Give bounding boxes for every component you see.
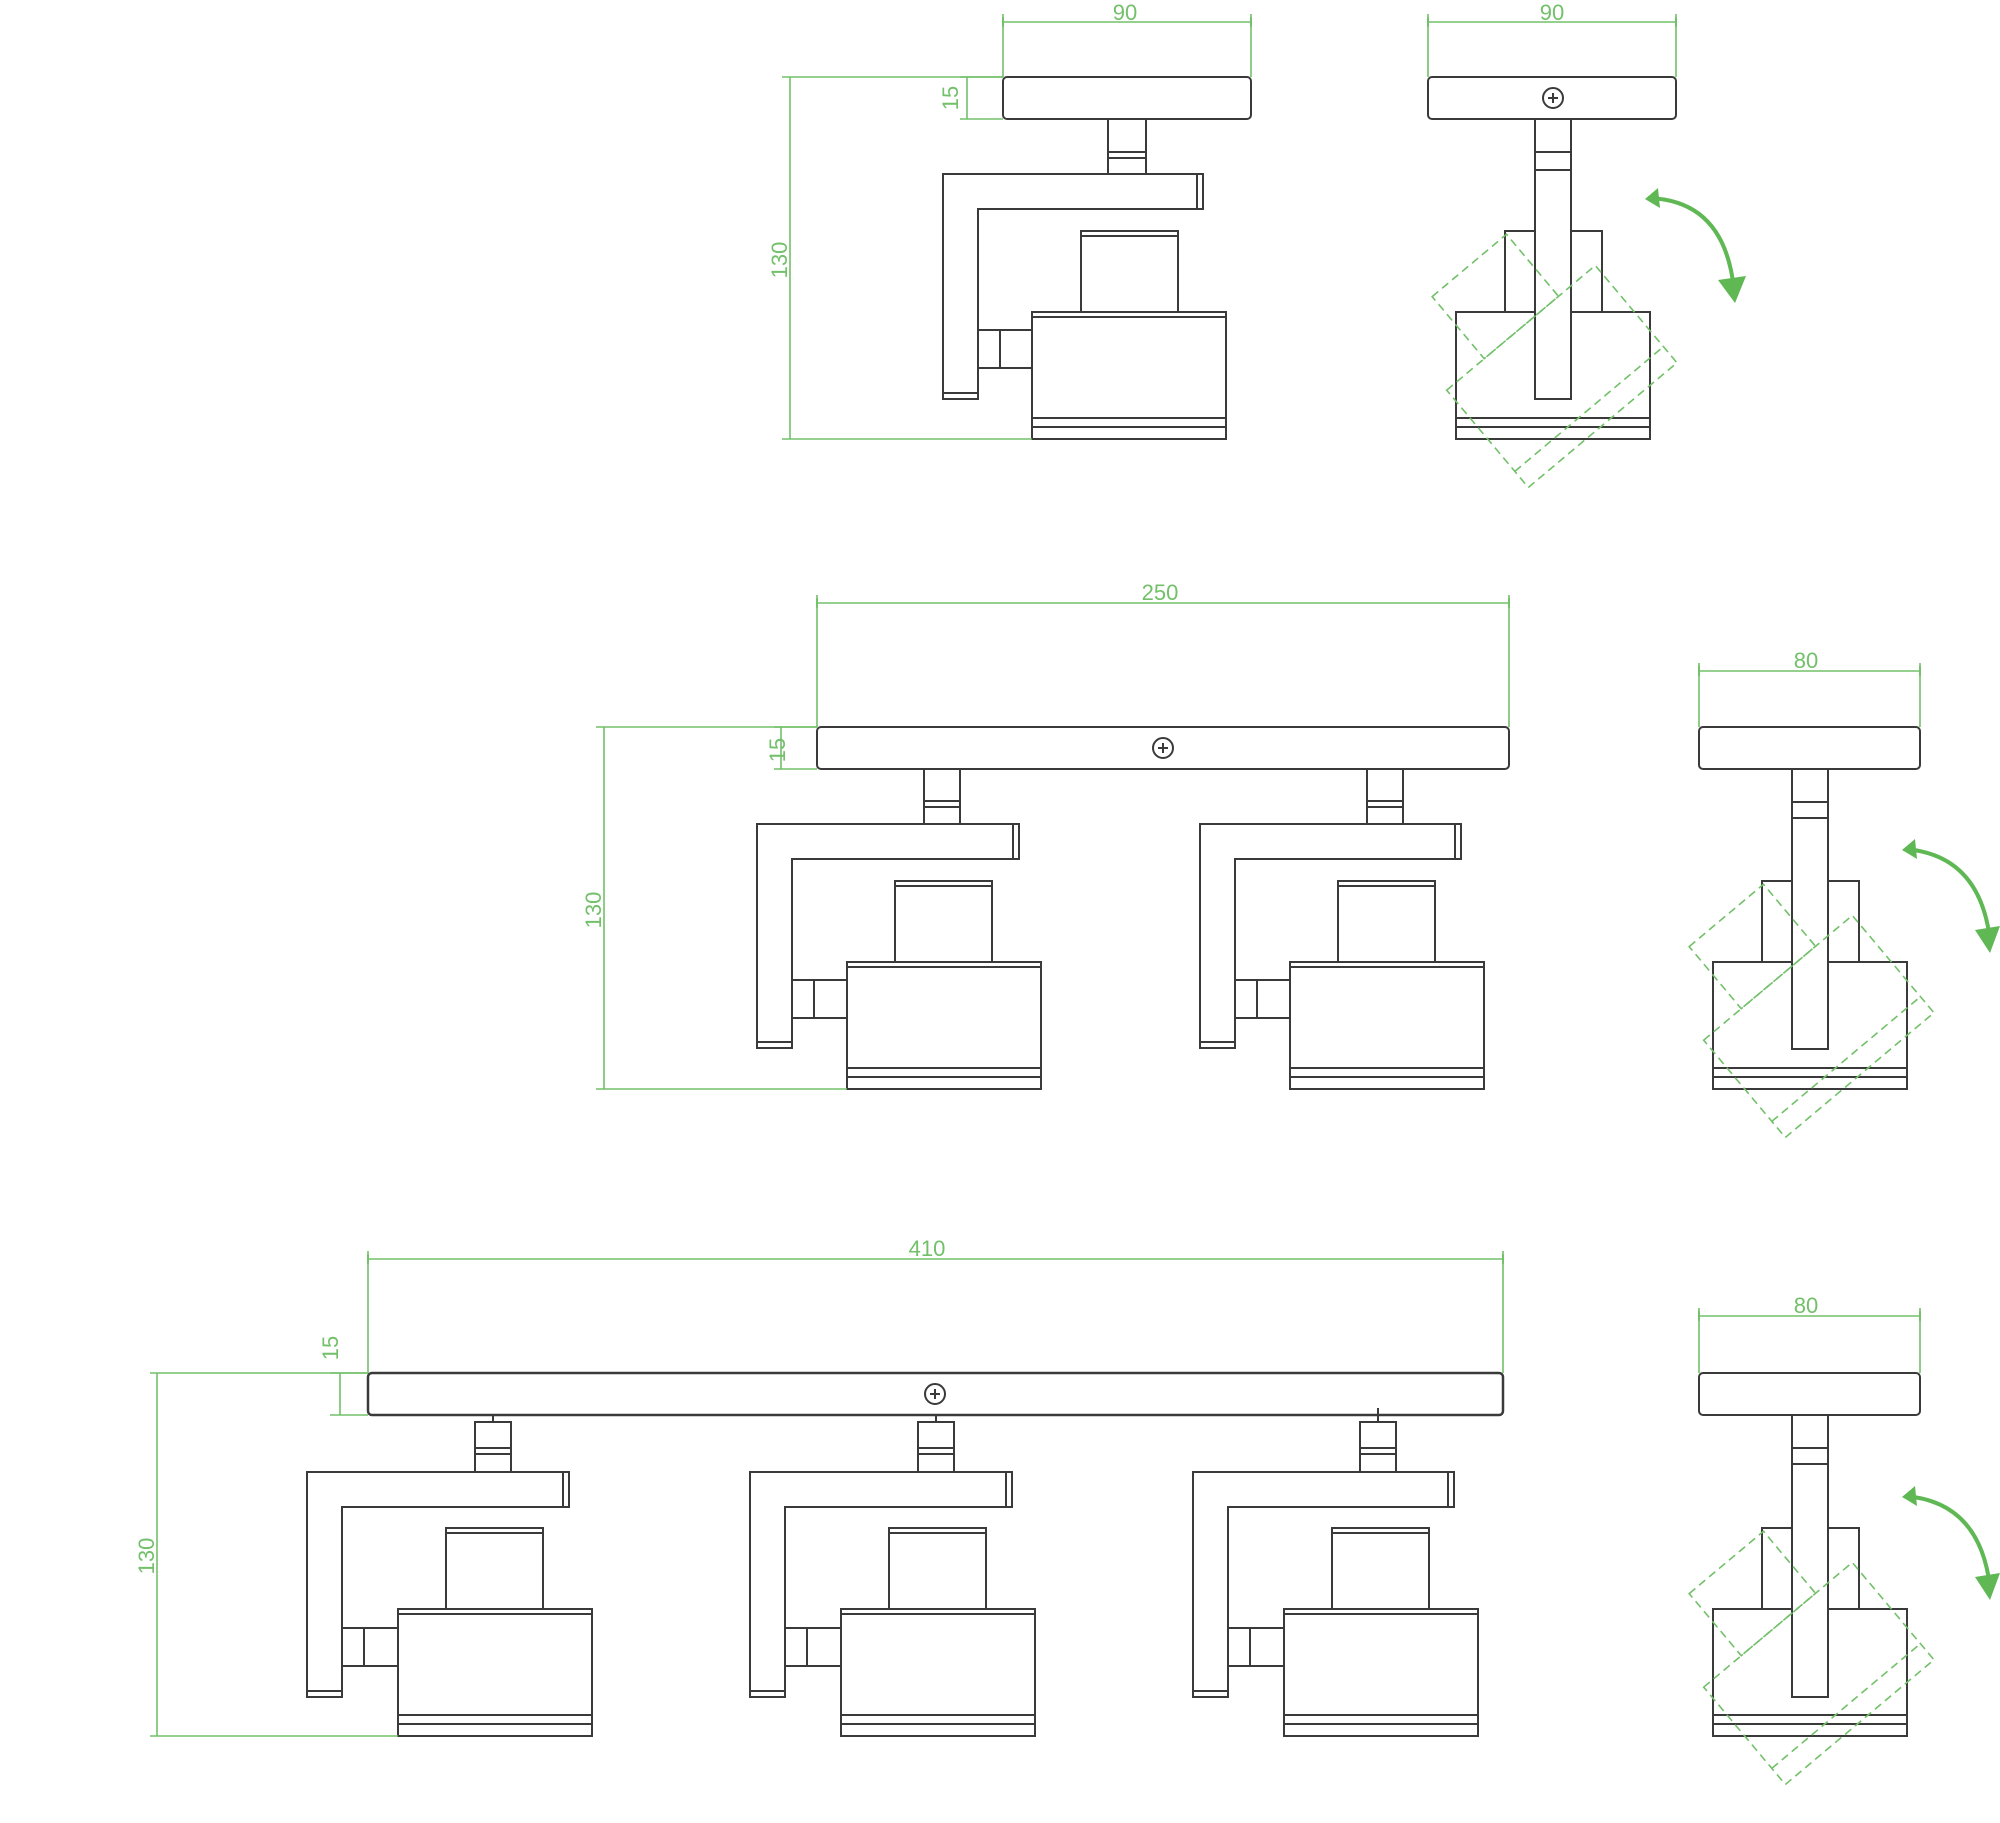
- tilted-spot-ghost: [1431, 233, 1679, 489]
- tilted-spot-ghost: [1688, 883, 1936, 1139]
- screw-icon: [1152, 737, 1174, 759]
- rotation-arrow-icon: [1645, 188, 1746, 303]
- single-front-width-label: 90: [1113, 0, 1137, 25]
- rotation-arrow-icon: [1902, 839, 2000, 953]
- single-front-plate-height-label: 15: [938, 86, 963, 110]
- triple-front-plate-height-label: 15: [318, 1336, 343, 1360]
- ceiling-plate: [1698, 726, 1921, 770]
- bracket-arm: [1534, 118, 1572, 400]
- double-front-view: 250 15 130: [581, 580, 1510, 1090]
- triple-side-view: 80: [1688, 1293, 2000, 1786]
- spot-body: [1031, 311, 1227, 440]
- spot-3: [1192, 1408, 1479, 1737]
- triple-side-width-label: 80: [1794, 1293, 1818, 1318]
- ceiling-plate: [1002, 76, 1252, 120]
- triple-front-view: 410 15 130: [134, 1236, 1505, 1737]
- single-side-view: 90: [1427, 0, 1746, 489]
- double-front-plate-height-label: 15: [765, 738, 790, 762]
- double-side-width-label: 80: [1794, 648, 1818, 673]
- spot-1: [756, 768, 1042, 1090]
- tilted-spot-ghost: [1688, 1530, 1936, 1786]
- single-front-total-height-label: 130: [767, 242, 792, 279]
- double-front-total-height-label: 130: [581, 892, 606, 929]
- rotation-arrow-icon: [1902, 1486, 2000, 1600]
- triple-front-width-label: 410: [909, 1236, 946, 1261]
- ceiling-plate: [816, 726, 1510, 770]
- stem: [1107, 118, 1147, 175]
- double-front-width-label: 250: [1142, 580, 1179, 605]
- spot-top: [1080, 230, 1179, 313]
- bracket: [942, 173, 1204, 400]
- screw-icon: [1542, 87, 1564, 109]
- screw-icon: [924, 1383, 946, 1405]
- spot-2: [1199, 768, 1485, 1090]
- spot-2: [749, 1415, 1036, 1737]
- triple-front-total-height-label: 130: [134, 1538, 159, 1575]
- ceiling-plate: [1698, 1372, 1921, 1416]
- single-side-width-label: 90: [1540, 0, 1564, 25]
- double-side-view: 80: [1688, 648, 2000, 1139]
- spot-1: [306, 1415, 593, 1737]
- single-front-view: 90 15 130: [767, 0, 1252, 440]
